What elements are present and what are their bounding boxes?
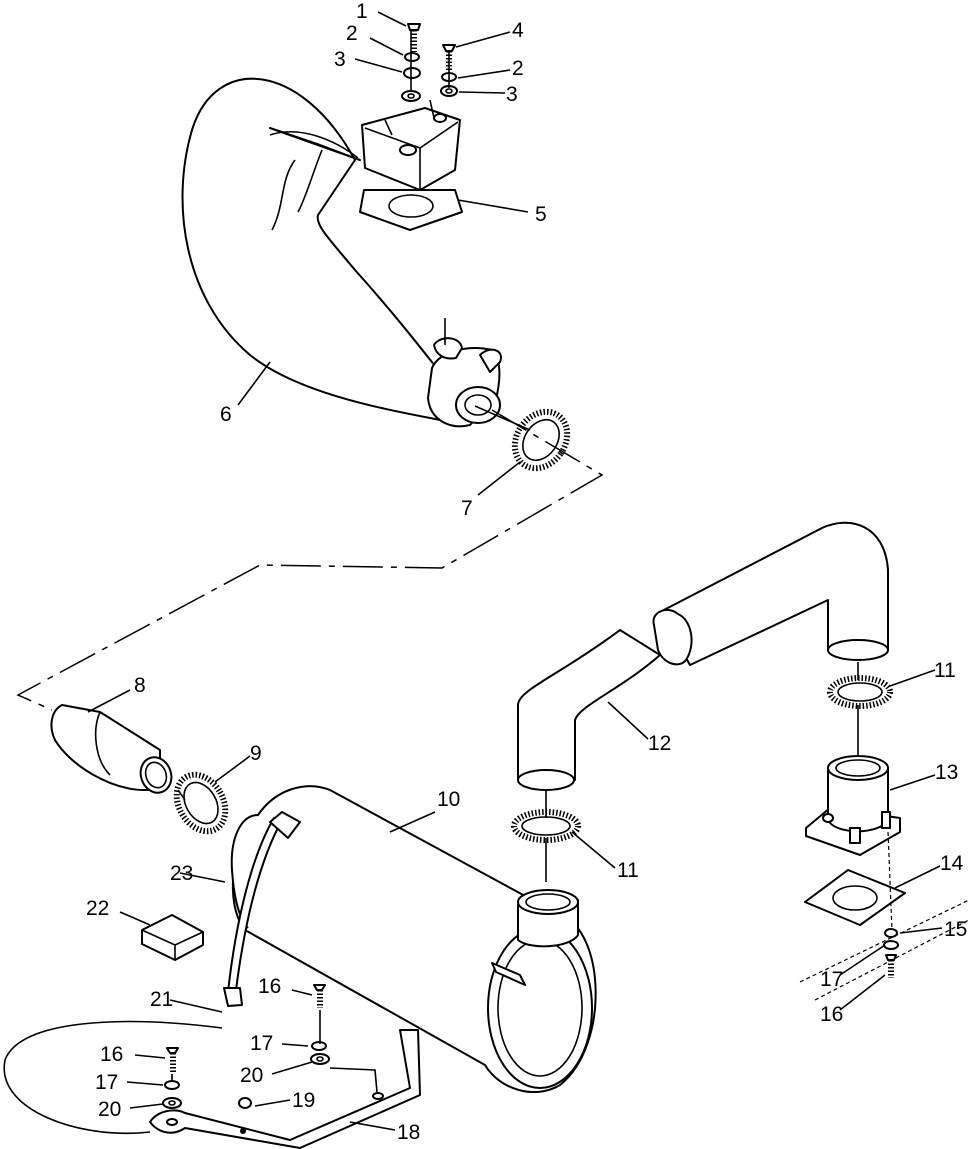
callout-18: 18 <box>397 1121 420 1144</box>
callout-7: 7 <box>461 497 473 520</box>
coupler-clamp <box>173 771 229 835</box>
callout-3: 3 <box>506 83 518 106</box>
outlet-bolt <box>883 928 899 978</box>
callout-19: 19 <box>292 1089 315 1112</box>
callout-labels: 1 2 3 4 2 3 5 6 7 8 9 10 11 11 12 13 14 … <box>86 0 967 1144</box>
callout-16: 16 <box>820 1003 843 1026</box>
callout-23: 23 <box>170 862 193 885</box>
callout-9: 9 <box>250 742 262 765</box>
callout-17: 17 <box>820 968 843 991</box>
callout-17: 17 <box>250 1032 273 1055</box>
callout-14: 14 <box>940 852 964 875</box>
muffler <box>230 785 597 1094</box>
callout-16: 16 <box>258 975 281 998</box>
callout-8: 8 <box>134 674 146 697</box>
callout-20: 20 <box>98 1098 121 1121</box>
leader-lines <box>87 11 943 1131</box>
callout-2: 2 <box>512 57 524 80</box>
exhaust-outlet <box>805 755 901 856</box>
bracket-bolt-right <box>310 984 330 1065</box>
exhaust-flange-adapter <box>359 99 463 231</box>
reference-outline <box>3 1020 223 1135</box>
callout-3: 3 <box>334 48 346 71</box>
muffler-mounting-bracket <box>149 1029 421 1149</box>
callout-1: 1 <box>356 0 368 23</box>
bracket-bolt-left <box>162 1047 182 1109</box>
callout-6: 6 <box>220 403 232 426</box>
callout-22: 22 <box>86 897 109 920</box>
top-bolt-left <box>407 23 421 52</box>
assembly-connector-line <box>16 409 604 711</box>
tail-pipe <box>517 521 889 791</box>
exhaust-coupler <box>50 704 173 794</box>
manifold-clamp <box>511 408 571 472</box>
callout-11: 11 <box>934 659 956 682</box>
rubber-pad <box>141 914 204 961</box>
callout-2: 2 <box>346 22 358 45</box>
callout-15: 15 <box>944 918 967 941</box>
callout-13: 13 <box>935 761 958 784</box>
callout-11: 11 <box>617 859 639 882</box>
callout-16: 16 <box>100 1043 123 1066</box>
top-washer-left <box>401 52 421 102</box>
callout-10: 10 <box>437 788 460 811</box>
strap-hook <box>223 987 243 1007</box>
callout-5: 5 <box>535 203 547 226</box>
assembly-guides <box>171 30 969 1093</box>
callout-4: 4 <box>512 19 524 42</box>
callout-12: 12 <box>648 732 671 755</box>
callout-17: 17 <box>95 1071 118 1094</box>
exhaust-manifold-pipe <box>181 77 502 428</box>
callout-21: 21 <box>150 988 173 1011</box>
outlet-gasket <box>804 869 906 926</box>
tail-pipe-clamp-right <box>827 675 893 709</box>
grommet <box>238 1097 252 1134</box>
callout-20: 20 <box>240 1064 263 1087</box>
